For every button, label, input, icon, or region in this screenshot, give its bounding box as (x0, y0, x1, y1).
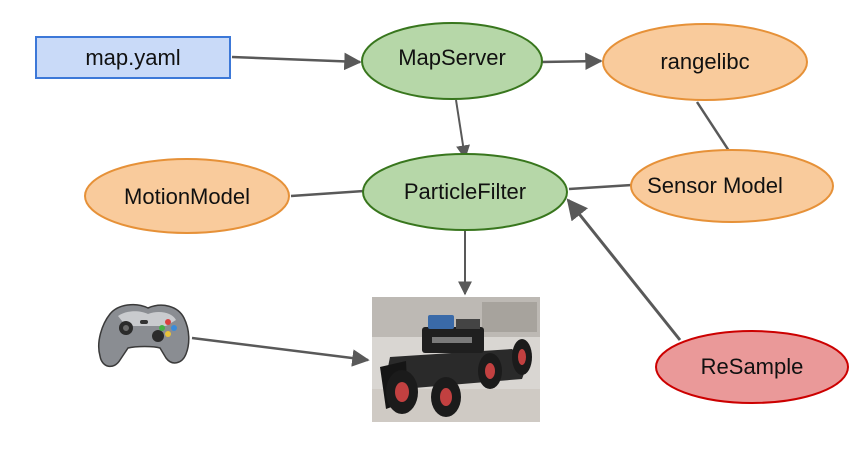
edge-sensormodel-to-particlefilter (568, 183, 633, 191)
node-sensormodel-shape (630, 149, 834, 223)
edge-motionmodel-to-particlefilter (290, 189, 365, 198)
edge-mapserver-to-rangelibc (540, 52, 603, 71)
edge-controller-to-car (191, 336, 370, 367)
node-motionmodel-shape (84, 158, 290, 234)
edge-rangelibc-to-sensormodel (695, 101, 735, 158)
edge-resample-to-particlefilter (566, 198, 682, 341)
edge-mapyaml-to-mapserver (231, 52, 362, 71)
node-mapserver-shape (361, 22, 543, 100)
node-resample-shape (655, 330, 849, 404)
rc-car-photo (372, 297, 540, 422)
gamepad-icon (98, 303, 190, 368)
node-particlefilter-shape (362, 153, 568, 231)
node-map-yaml-shape (35, 36, 231, 79)
node-rangelibc-shape (602, 23, 808, 101)
edge-mapserver-to-particlefilter (455, 99, 470, 160)
